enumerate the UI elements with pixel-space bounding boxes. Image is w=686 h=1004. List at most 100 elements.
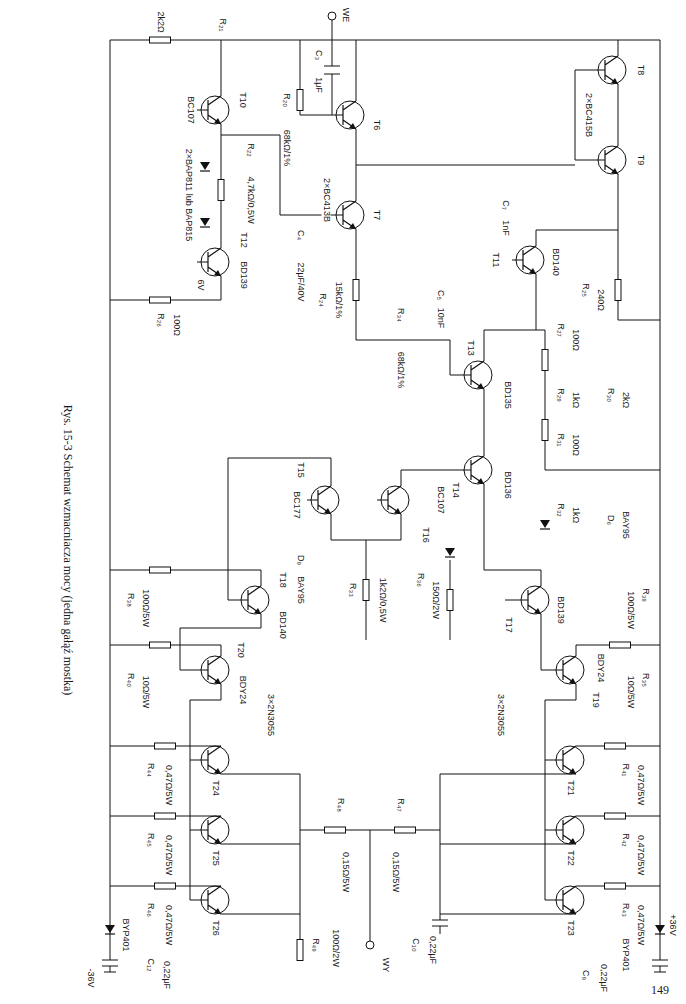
component-label: T16 xyxy=(421,526,430,544)
wires xyxy=(102,20,668,972)
figure-caption: Rys. 15-3 Schemat wzmacniacza mocy (jedn… xyxy=(62,403,74,698)
component-label: BC107 xyxy=(186,95,195,125)
component-label: 3×2N3055 xyxy=(496,693,505,737)
component-label: BC177 xyxy=(292,490,301,520)
component-label: 6V xyxy=(196,278,205,291)
component-label: R₄₅ xyxy=(146,832,155,848)
component-label: T23 xyxy=(566,919,575,937)
component-label: C₃ xyxy=(314,49,323,61)
component-label: 10Ω/5W xyxy=(141,675,150,710)
component-label: C₅ xyxy=(436,289,445,301)
resistor-symbol xyxy=(615,280,621,301)
component-label: T21 xyxy=(566,779,575,797)
transistor-symbol xyxy=(460,456,492,484)
component-label: T9 xyxy=(636,154,645,167)
component-label: 3×2N3055 xyxy=(266,693,275,737)
transistor-symbol xyxy=(197,886,229,914)
transistor-symbol xyxy=(512,246,544,274)
component-label: R₄₄ xyxy=(146,762,155,778)
component-label: BD140 xyxy=(551,247,560,277)
diode-symbol xyxy=(105,925,115,934)
component-label: R₂₅ xyxy=(581,282,590,298)
component-label: 2×BC413B xyxy=(322,177,331,223)
component-label: 2kΩ xyxy=(621,391,630,409)
component-label: BAY95 xyxy=(296,575,305,604)
transistor-symbol xyxy=(332,101,364,129)
component-label: 0,22μF xyxy=(428,935,437,965)
component-label: 1kΩ xyxy=(571,391,580,409)
component-label: T6 xyxy=(372,119,381,132)
resistor-symbol xyxy=(363,580,369,601)
component-label: BDY24 xyxy=(238,675,247,706)
component-label: 10Ω/5W xyxy=(626,675,635,710)
component-label: R₃₁ xyxy=(556,432,565,447)
component-label: 22μF/40V xyxy=(296,261,305,302)
component-label: 68kΩ/1% xyxy=(282,129,291,168)
component-label: R₃₉ xyxy=(641,587,650,603)
page-number: 149 xyxy=(650,984,670,996)
component-label: T12 xyxy=(239,231,248,249)
component-label: R₄₀ xyxy=(126,672,135,688)
transistor-symbol xyxy=(552,886,584,914)
resistor-symbol xyxy=(150,567,171,573)
resistor-symbol xyxy=(218,180,224,201)
component-label: 150Ω/2W xyxy=(431,580,440,620)
component-label: C₁₀ xyxy=(411,937,420,952)
resistor-symbol xyxy=(447,590,453,611)
diode-symbol xyxy=(200,162,210,171)
transistor-symbol xyxy=(460,361,492,389)
resistor-symbol xyxy=(542,350,548,371)
component-label: T10 xyxy=(238,91,247,109)
component-label: R₂₇ xyxy=(556,322,565,337)
resistor-symbol xyxy=(297,90,303,111)
component-label: BD139 xyxy=(239,260,248,290)
resistor-symbol xyxy=(155,743,176,749)
component-label: 0,47Ω/5W xyxy=(164,764,173,806)
component-label: T26 xyxy=(211,919,220,937)
component-label: R₄₁ xyxy=(621,762,630,777)
transistor-symbol xyxy=(197,96,229,124)
resistor-symbol xyxy=(605,743,626,749)
resistor-symbol xyxy=(155,813,176,819)
resistor-symbol xyxy=(395,827,416,833)
component-label: T15 xyxy=(296,461,305,479)
input-terminal xyxy=(328,12,336,20)
component-label: BD139 xyxy=(556,595,565,625)
diode-symbol xyxy=(200,218,210,227)
component-label: 100Ω xyxy=(172,313,181,337)
component-label: R₄₈ xyxy=(336,797,345,813)
component-label: C₁₂ xyxy=(146,957,155,972)
component-label: R₃₄ xyxy=(396,307,405,323)
resistor-symbol xyxy=(150,642,171,648)
component-label: +36V xyxy=(668,913,677,936)
component-label: 100Ω/5W xyxy=(626,590,635,630)
component-label: BDY24 xyxy=(596,653,605,684)
resistor-symbols xyxy=(150,37,631,961)
component-label: 0,47Ω/5W xyxy=(636,834,645,876)
component-label: D₉ xyxy=(296,554,305,566)
component-label: 0,22μF xyxy=(162,960,171,990)
transistor-symbol xyxy=(197,746,229,774)
component-label: 1μF xyxy=(314,76,323,94)
component-label: R₃₀ xyxy=(606,387,615,403)
component-label: 4,7kΩ/0,5W xyxy=(246,175,255,224)
transistor-symbol xyxy=(594,56,626,84)
component-label: R₂₆ xyxy=(156,312,165,328)
resistor-symbol xyxy=(605,883,626,889)
component-label: BYP401 xyxy=(621,937,630,972)
transistor-symbol xyxy=(552,656,584,684)
diode-symbol xyxy=(445,548,455,557)
component-label: T20 xyxy=(236,641,245,659)
transistor-symbol xyxy=(197,656,229,684)
component-label: 15kΩ/1% xyxy=(334,281,343,320)
component-label: R₂₉ xyxy=(556,387,565,403)
component-label: R₄₆ xyxy=(146,902,155,918)
component-label: R₂₀ xyxy=(282,92,291,108)
component-label: R₃₈ xyxy=(126,592,135,608)
component-label: 2×BC415B xyxy=(584,92,593,138)
output-terminal xyxy=(366,941,374,949)
resistor-symbol xyxy=(325,827,346,833)
component-label: 240Ω xyxy=(596,288,605,312)
component-label: 2×BAP811 lub BAP815 xyxy=(184,148,193,243)
